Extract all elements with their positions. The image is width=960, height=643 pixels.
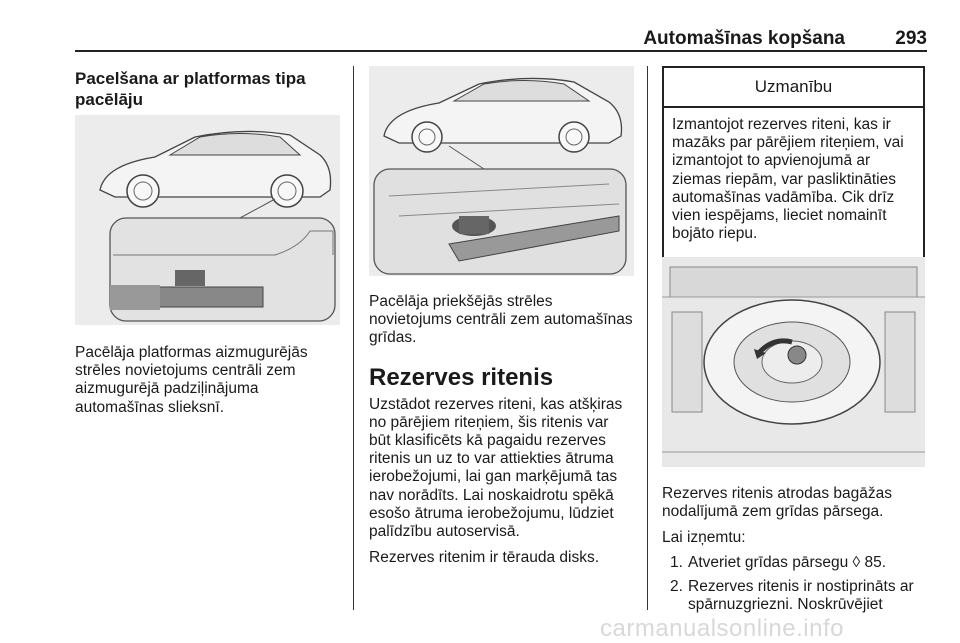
column-1: Pacelšana ar platformas tipa pacēlāju [75, 68, 340, 110]
page-number: 293 [895, 28, 927, 49]
steps-list: 1. Atveriet grīdas pārsegu ◊ 85. 2. Reze… [662, 554, 927, 615]
warning-box: Uzmanību Izmantojot rezerves riteni, kas… [662, 66, 925, 272]
column-divider [353, 66, 354, 610]
list-item: 2. Rezerves ritenis ir nostiprināts ar s… [662, 578, 927, 614]
column-3-text: Rezerves ritenis atrodas bagāžas nodalīj… [662, 485, 927, 614]
figure-caption-3: Rezerves ritenis atrodas bagāžas nodalīj… [662, 485, 893, 521]
figure-caption-2: Pacēlāja priekšējās strēles novietojums … [369, 293, 633, 347]
steps-intro: Lai izņemtu: [662, 529, 746, 547]
watermark: carmanualsonline.info [600, 615, 844, 642]
body-paragraph: Uzstādot rezerves riteni, kas atšķiras n… [369, 395, 623, 541]
column-divider [647, 66, 648, 610]
page-header: Automašīnas kopšana 293 [75, 28, 927, 52]
step-number: 1. [670, 553, 683, 571]
body-paragraph: Rezerves ritenim ir tērauda disks. [369, 549, 599, 567]
platform-lift-rear-illustration [75, 115, 340, 325]
step-text: Rezerves ritenis ir nostiprināts ar spār… [688, 577, 914, 614]
list-item: 1. Atveriet grīdas pārsegu ◊ 85. [662, 554, 927, 572]
section-title: Rezerves ritenis [369, 363, 554, 391]
figure-caption-1: Pacēlāja platformas aizmugurējās strēles… [75, 344, 340, 417]
spare-wheel-illustration [662, 257, 925, 467]
caption-text: Pacēlāja platformas aizmugurējās strēles… [75, 344, 308, 416]
chapter-title: Automašīnas kopšana [643, 28, 845, 49]
warning-text: Izmantojot rezerves riteni, kas ir mazāk… [672, 116, 904, 243]
platform-lift-front-illustration [369, 66, 634, 276]
column-2: Pacēlāja priekšējās strēles novietojums … [369, 293, 634, 567]
warning-title: Uzmanību [664, 68, 923, 108]
step-number: 2. [670, 577, 683, 595]
section-heading: Pacelšana ar platformas tipa pacēlāju [75, 69, 306, 109]
step-text: Atveriet grīdas pārsegu ◊ 85. [688, 553, 887, 571]
